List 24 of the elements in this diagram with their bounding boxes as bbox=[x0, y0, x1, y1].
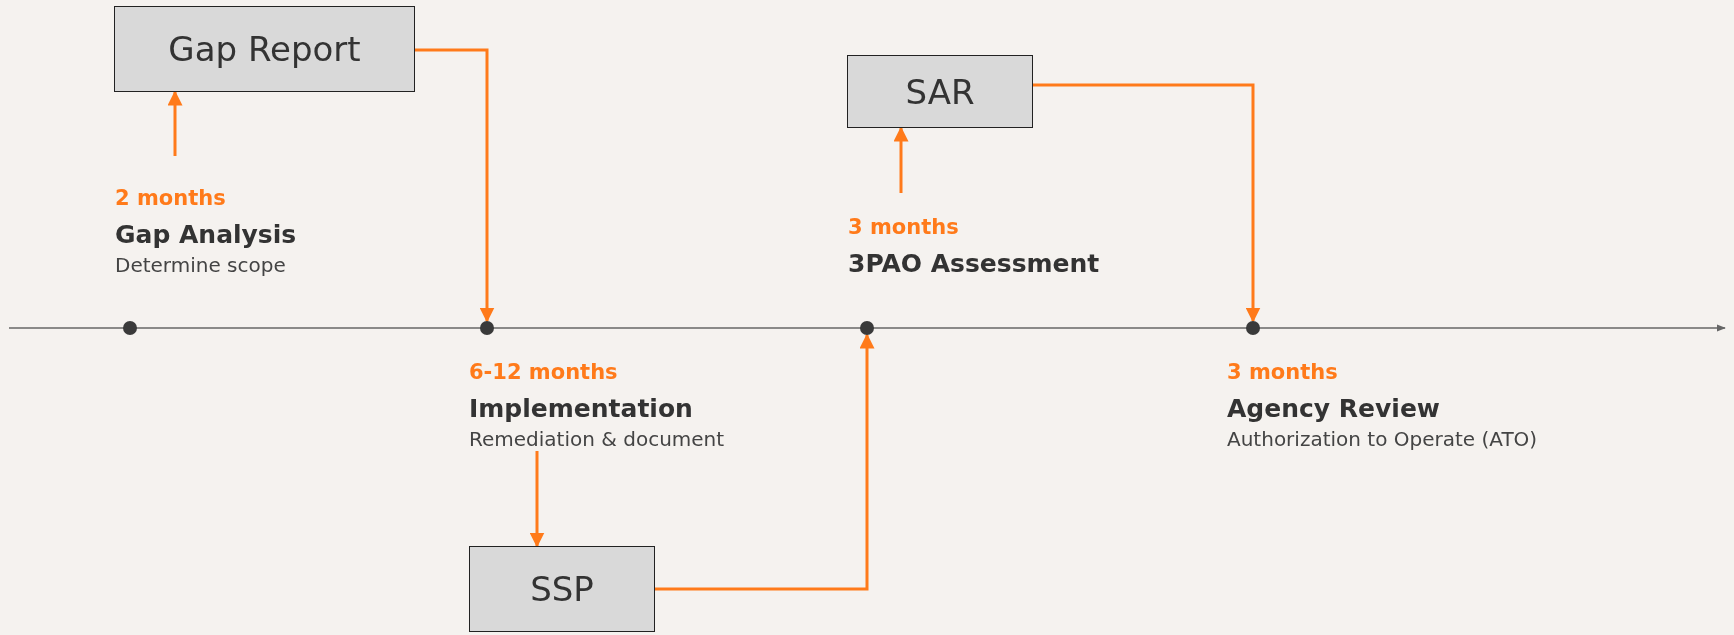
duration-label: 2 months bbox=[115, 186, 227, 210]
milestone-dot bbox=[480, 321, 494, 335]
arrow bbox=[1033, 83, 1261, 323]
arrow bbox=[415, 48, 495, 323]
milestone-title: 3PAO Assessment bbox=[848, 249, 1101, 278]
milestone-title: Implementation bbox=[469, 394, 694, 423]
milestone-dot bbox=[860, 321, 874, 335]
milestone-description: Remediation & document bbox=[469, 427, 726, 451]
document-box: Gap Report bbox=[114, 6, 415, 92]
arrow bbox=[167, 90, 183, 156]
arrow bbox=[893, 126, 909, 193]
arrow bbox=[529, 451, 545, 548]
milestone-title: Agency Review bbox=[1227, 394, 1441, 423]
document-box: SSP bbox=[469, 546, 655, 632]
duration-label: 3 months bbox=[1227, 360, 1339, 384]
milestone-description: Authorization to Operate (ATO) bbox=[1227, 427, 1539, 451]
milestone-title: Gap Analysis bbox=[115, 220, 298, 249]
duration-label: 3 months bbox=[848, 215, 960, 239]
arrow bbox=[655, 333, 875, 591]
milestone-description: Determine scope bbox=[115, 253, 287, 277]
milestone-dot bbox=[1246, 321, 1260, 335]
duration-label: 6-12 months bbox=[469, 360, 619, 384]
document-box: SAR bbox=[847, 55, 1033, 128]
milestone-dot bbox=[123, 321, 137, 335]
